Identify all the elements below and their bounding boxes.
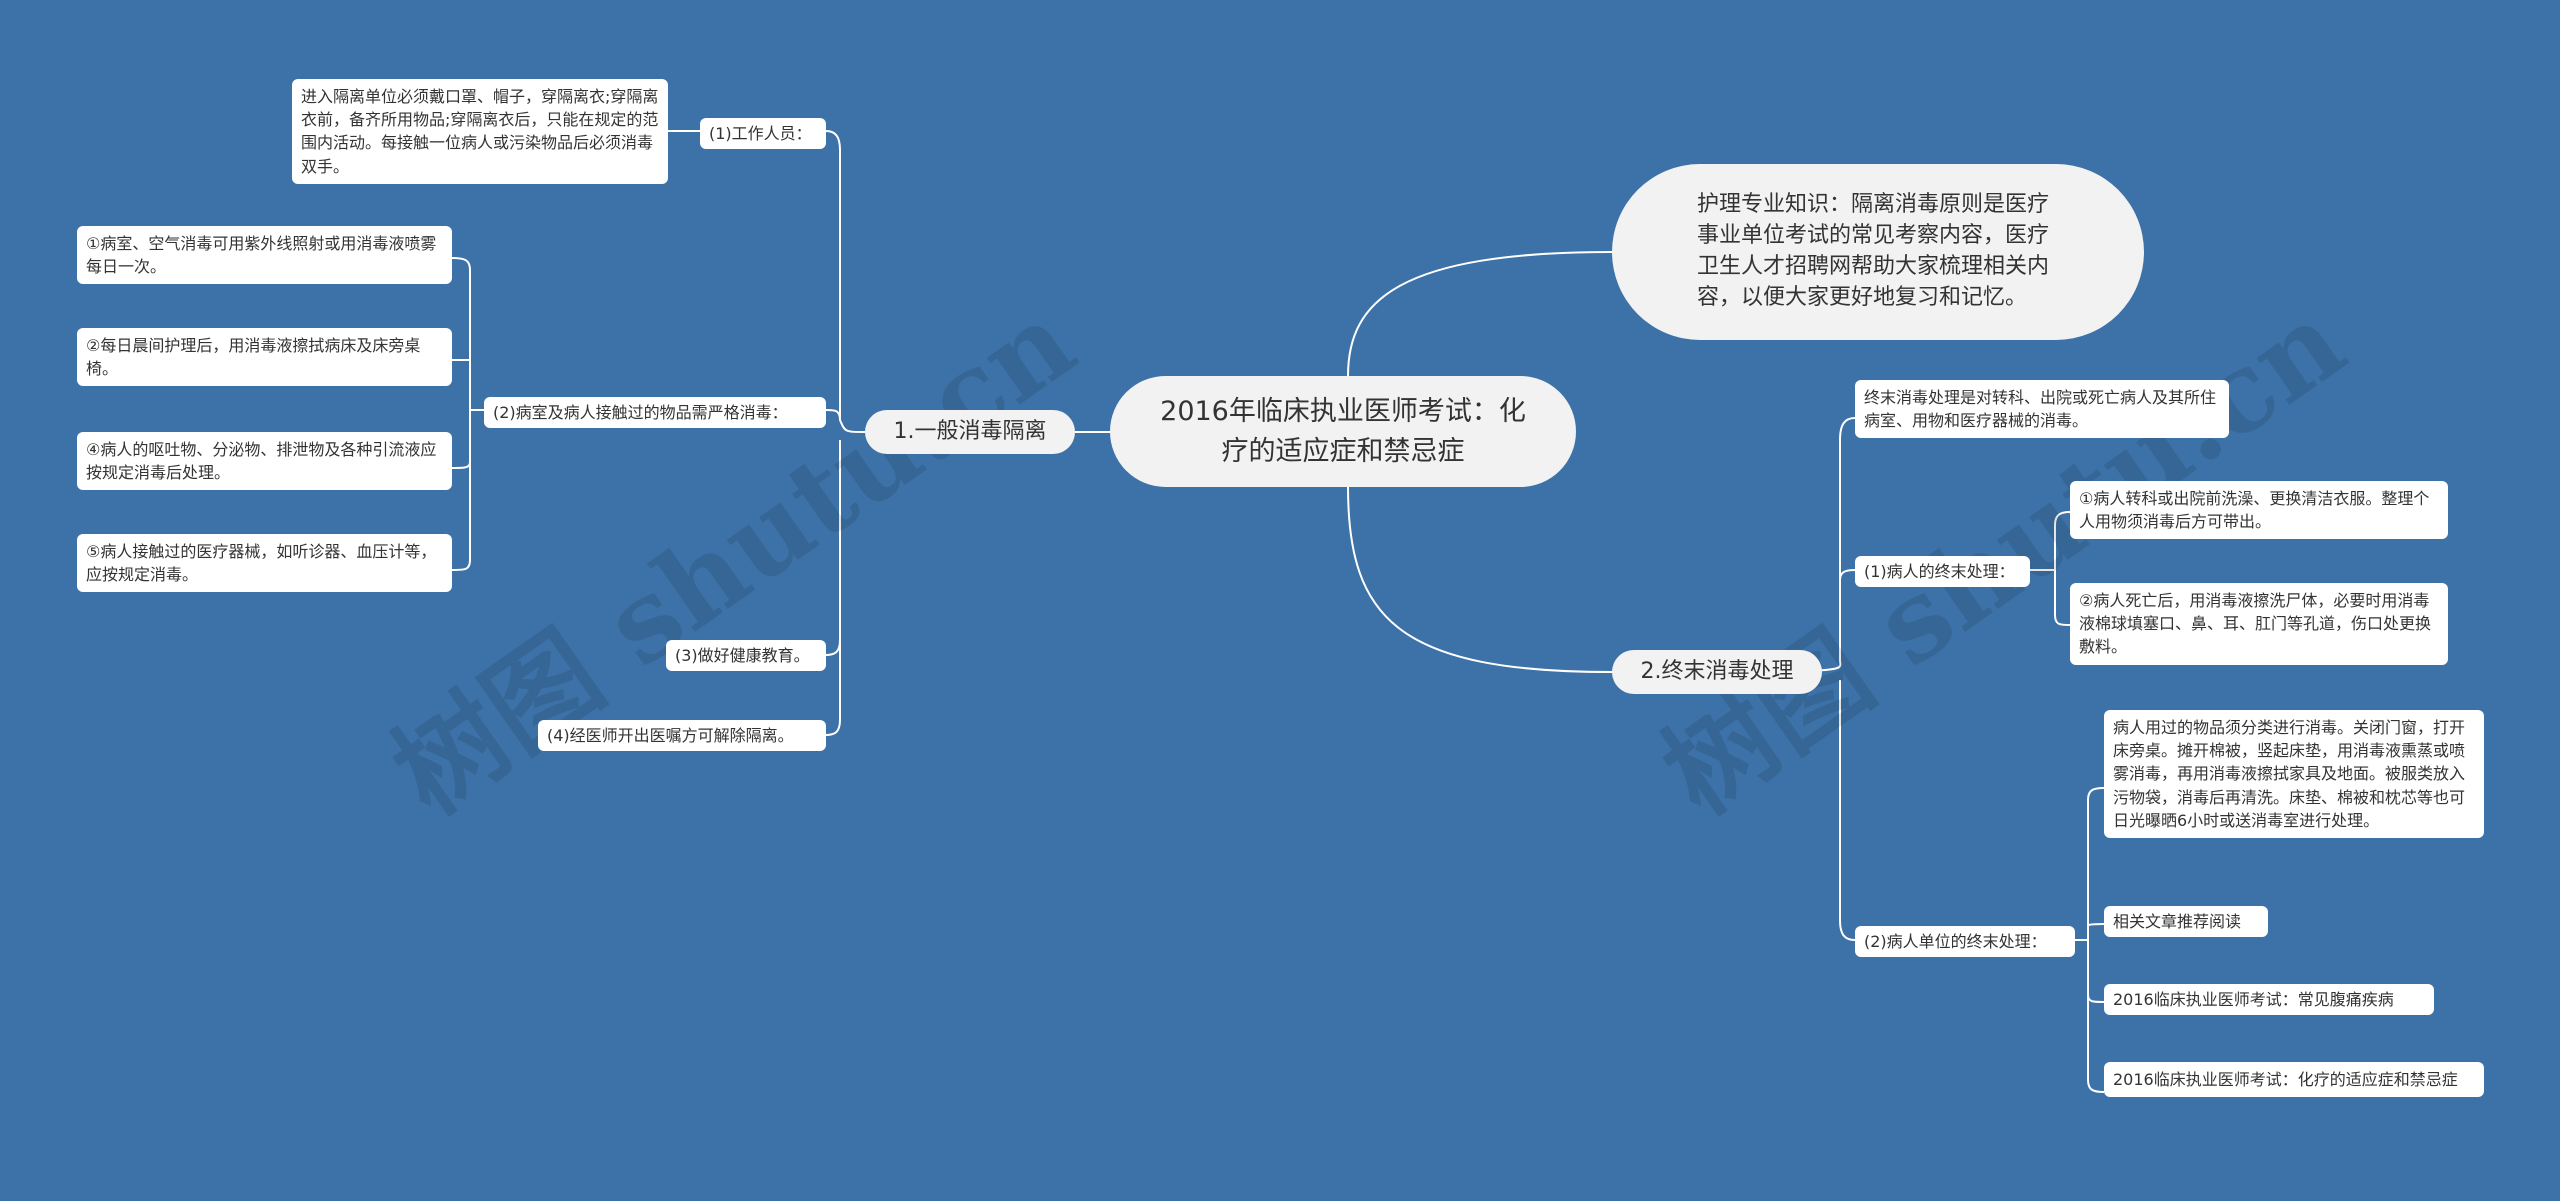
article-abdominal-pain-label: 2016临床执业医师考试：常见腹痛疾病 [2113, 990, 2394, 1009]
ward-label: (2)病室及病人接触过的物品需严格消毒： [493, 403, 788, 422]
ward-item-4-text: ④病人的呕吐物、分泌物、排泄物及各种引流液应按规定消毒后处理。 [86, 440, 437, 483]
ward-item-1-text: ①病室、空气消毒可用紫外线照射或用消毒液喷雾每日一次。 [86, 234, 437, 277]
education-label: (3)做好健康教育。 [675, 646, 810, 665]
branch-terminal-disinfection-label: 2.终末消毒处理 [1640, 659, 1794, 684]
link-b2-patient [1839, 569, 1856, 600]
branch-general-isolation-label: 1.一般消毒隔离 [893, 419, 1047, 444]
ward-item-1[interactable]: ①病室、空气消毒可用紫外线照射或用消毒液喷雾每日一次。 [77, 226, 452, 285]
link-ward-5 [451, 462, 471, 571]
staff-topic[interactable]: (1)工作人员： [700, 118, 826, 150]
patient-terminal-item-2[interactable]: ②病人死亡后，用消毒液擦洗尸体，必要时用消毒液棉球填塞口、鼻、耳、肛门等孔道，伤… [2070, 583, 2448, 665]
education-topic[interactable]: (3)做好健康教育。 [666, 640, 826, 672]
link-ward-4 [451, 410, 471, 469]
unit-terminal-item-1-text: 病人用过的物品须分类进行消毒。关闭门窗，打开床旁桌。摊开棉被，竖起床垫，用消毒液… [2113, 718, 2466, 830]
article-chemo-link[interactable]: 2016临床执业医师考试：化疗的适应症和禁忌症 [2104, 1062, 2484, 1098]
staff-detail-text: 进入隔离单位必须戴口罩、帽子，穿隔离衣;穿隔离衣前，备齐所用物品;穿隔离衣后，只… [301, 87, 659, 176]
unit-terminal-label: (2)病人单位的终末处理： [1864, 932, 2047, 951]
link-b1-education [825, 440, 841, 656]
article-chemo-label: 2016临床执业医师考试：化疗的适应症和禁忌症 [2113, 1070, 2458, 1089]
branch-terminal-disinfection[interactable]: 2.终末消毒处理 [1612, 650, 1822, 694]
staff-detail[interactable]: 进入隔离单位必须戴口罩、帽子，穿隔离衣;穿隔离衣前，备齐所用物品;穿隔离衣后，只… [292, 79, 668, 184]
intro-text: 护理专业知识：隔离消毒原则是医疗事业单位考试的常见考察内容，医疗卫生人才招聘网帮… [1697, 192, 2050, 310]
ward-item-5-text: ⑤病人接触过的医疗器械，如听诊器、血压计等，应按规定消毒。 [86, 542, 437, 585]
ward-item-2[interactable]: ②每日晨间护理后，用消毒液擦拭病床及床旁桌椅。 [77, 328, 452, 387]
patient-terminal-item-1-text: ①病人转科或出院前洗澡、更换清洁衣服。整理个人用物须消毒后方可带出。 [2079, 489, 2430, 532]
link-b1-release [825, 640, 841, 736]
link-ward-1 [451, 257, 484, 411]
definition-text: 终末消毒处理是对转科、出院或死亡病人及其所住病室、用物和医疗器械的消毒。 [1864, 388, 2217, 431]
ward-item-2-text: ②每日晨间护理后，用消毒液擦拭病床及床旁桌椅。 [86, 336, 421, 379]
unit-terminal-item-1[interactable]: 病人用过的物品须分类进行消毒。关闭门窗，打开床旁桌。摊开棉被，竖起床垫，用消毒液… [2104, 710, 2484, 838]
staff-label: (1)工作人员： [709, 124, 812, 143]
link-b2-unit [1839, 680, 1856, 941]
link-patient-2 [2054, 570, 2071, 626]
link-root-intro [1347, 251, 1613, 377]
related-articles-link[interactable]: 相关文章推荐阅读 [2104, 906, 2268, 938]
link-ward-2 [452, 359, 471, 370]
ward-item-5[interactable]: ⑤病人接触过的医疗器械，如听诊器、血压计等，应按规定消毒。 [77, 534, 452, 593]
branch-general-isolation[interactable]: 1.一般消毒隔离 [865, 410, 1075, 454]
link-b1-ward [825, 409, 841, 421]
unit-terminal-topic[interactable]: (2)病人单位的终末处理： [1855, 926, 2075, 958]
article-abdominal-pain-link[interactable]: 2016临床执业医师考试：常见腹痛疾病 [2104, 984, 2434, 1016]
link-unit-4 [2087, 995, 2105, 1093]
link-b2-definition [1611, 417, 1856, 673]
link-unit-3 [2087, 940, 2105, 1003]
patient-terminal-topic[interactable]: (1)病人的终末处理： [1855, 556, 2030, 588]
link-unit-1 [2075, 787, 2105, 941]
link-unit-2 [2087, 923, 2105, 940]
patient-terminal-label: (1)病人的终末处理： [1864, 562, 2015, 581]
definition-node[interactable]: 终末消毒处理是对转科、出院或死亡病人及其所住病室、用物和医疗器械的消毒。 [1855, 380, 2229, 439]
intro-topic[interactable]: 护理专业知识：隔离消毒原则是医疗事业单位考试的常见考察内容，医疗卫生人才招聘网帮… [1612, 164, 2144, 340]
patient-terminal-item-2-text: ②病人死亡后，用消毒液擦洗尸体，必要时用消毒液棉球填塞口、鼻、耳、肛门等孔道，伤… [2079, 591, 2432, 657]
root-title: 2016年临床执业医师考试：化疗的适应症和禁忌症 [1160, 396, 1526, 467]
link-root-branch2 [1347, 486, 1613, 673]
ward-item-4[interactable]: ④病人的呕吐物、分泌物、排泄物及各种引流液应按规定消毒后处理。 [77, 432, 452, 491]
root-topic[interactable]: 2016年临床执业医师考试：化疗的适应症和禁忌症 [1110, 376, 1576, 487]
ward-topic[interactable]: (2)病室及病人接触过的物品需严格消毒： [484, 397, 826, 429]
patient-terminal-item-1[interactable]: ①病人转科或出院前洗澡、更换清洁衣服。整理个人用物须消毒后方可带出。 [2070, 481, 2448, 540]
related-articles-label: 相关文章推荐阅读 [2113, 912, 2242, 931]
release-topic[interactable]: (4)经医师开出医嘱方可解除隔离。 [538, 720, 826, 752]
release-label: (4)经医师开出医嘱方可解除隔离。 [547, 726, 794, 745]
link-patient-1 [2030, 511, 2071, 571]
link-b1-staff [825, 130, 866, 433]
